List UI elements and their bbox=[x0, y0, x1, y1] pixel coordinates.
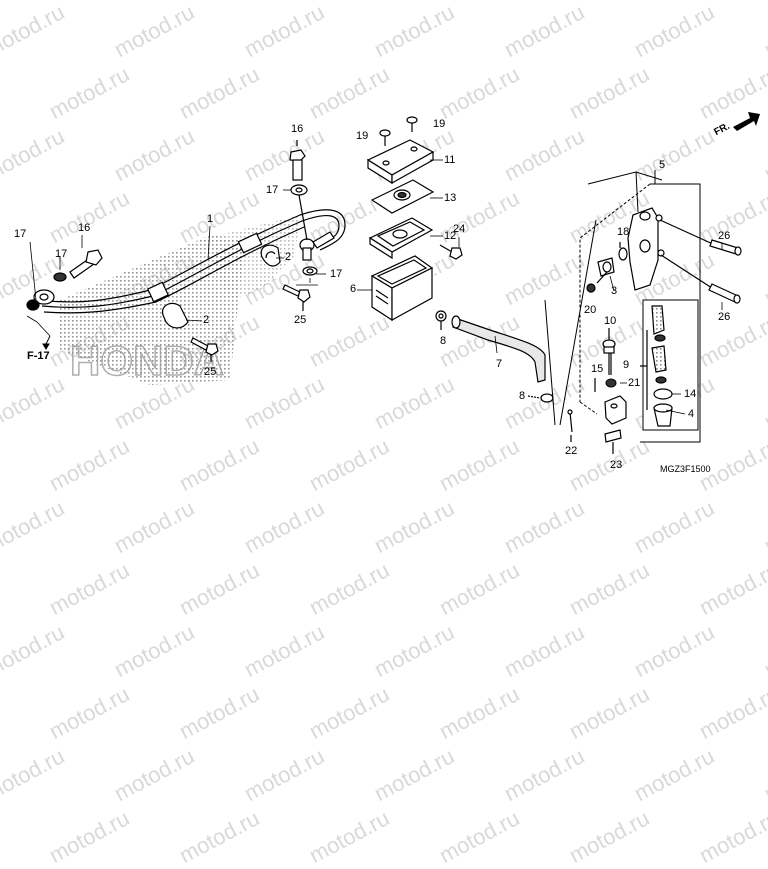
watermark-text: motod.ru bbox=[370, 743, 459, 807]
watermark-text: motod.ru bbox=[305, 805, 394, 869]
reservoir-diaphragm bbox=[368, 217, 434, 260]
part-callout-9: 9 bbox=[623, 359, 630, 371]
part-callout-20: 20 bbox=[584, 304, 597, 316]
hose-clip-upper bbox=[435, 310, 447, 330]
brake-hose bbox=[39, 209, 346, 314]
pushrod bbox=[602, 328, 616, 375]
part-callout-12: 12 bbox=[444, 230, 457, 242]
reservoir-cap bbox=[366, 139, 435, 185]
banjo-fitting-right bbox=[299, 231, 335, 261]
clevis bbox=[594, 378, 627, 425]
watermark-text: motod.ru bbox=[370, 619, 459, 683]
watermark-text: motod.ru bbox=[110, 743, 199, 807]
watermark-text: motod.ru bbox=[630, 743, 719, 807]
clamp-bolt-upper bbox=[282, 284, 311, 311]
watermark-text: motod.ru bbox=[175, 681, 264, 745]
watermark-text: motod.ru bbox=[0, 619, 69, 683]
watermark-text: motod.ru bbox=[695, 805, 768, 869]
watermark-text: motod.ru bbox=[110, 619, 199, 683]
part-callout-3: 3 bbox=[611, 285, 618, 297]
watermark-text: motod.ru bbox=[435, 805, 524, 869]
part-callout-25: 25 bbox=[294, 314, 307, 326]
part-callout-2: 2 bbox=[203, 314, 210, 326]
part-callout-11: 11 bbox=[444, 154, 456, 166]
reservoir-plate bbox=[370, 179, 435, 214]
part-callout-17: 17 bbox=[14, 228, 27, 240]
watermark-text: motod.ru bbox=[175, 805, 264, 869]
part-callout-19: 19 bbox=[433, 118, 446, 130]
watermark-text: motod.ru bbox=[240, 743, 329, 807]
part-callout-5: 5 bbox=[659, 159, 666, 171]
hose-joint-3 bbox=[586, 257, 615, 293]
hose-clamp-lower bbox=[161, 302, 189, 329]
watermark-text: motod.ru bbox=[240, 619, 329, 683]
watermark-text: motod.ru bbox=[630, 619, 719, 683]
part-callout-8: 8 bbox=[519, 390, 526, 402]
watermark-text: motod.ru bbox=[435, 681, 524, 745]
watermark-text: motod.ru bbox=[695, 681, 768, 745]
master-cylinder-group-outline bbox=[544, 170, 701, 443]
clamp-bolt-lower bbox=[190, 337, 219, 362]
leader-lines bbox=[26, 159, 723, 415]
front-direction-arrow bbox=[733, 112, 760, 131]
hose-clip-lower bbox=[527, 393, 554, 403]
banjo-bolt-left bbox=[53, 249, 103, 282]
hose-clamp-upper bbox=[260, 244, 281, 267]
watermark-text: motod.ru bbox=[760, 619, 768, 683]
part-callout-22: 22 bbox=[565, 445, 578, 457]
watermark-text: motod.ru bbox=[500, 619, 589, 683]
part-callout-6: 6 bbox=[350, 283, 357, 295]
f17-reference-arrow bbox=[42, 335, 51, 350]
part-callout-4: 4 bbox=[688, 408, 695, 420]
part-callout-17: 17 bbox=[266, 184, 279, 196]
part-callout-1: 1 bbox=[207, 213, 214, 225]
lock-nut bbox=[605, 378, 617, 388]
watermark-text: motod.ru bbox=[500, 743, 589, 807]
cotter-clip bbox=[604, 429, 622, 454]
part-callout-2: 2 bbox=[285, 251, 292, 263]
part-callout-25: 25 bbox=[204, 366, 217, 378]
piston-kit-parts bbox=[640, 305, 673, 427]
part-callout-21: 21 bbox=[628, 377, 641, 389]
watermark-text: motod.ru bbox=[565, 681, 654, 745]
watermark-text: motod.ru bbox=[0, 743, 69, 807]
watermark-text: motod.ru bbox=[305, 681, 394, 745]
watermark-text: motod.ru bbox=[45, 681, 134, 745]
watermark-text: motod.ru bbox=[0, 805, 4, 869]
reservoir-cap-screws bbox=[379, 116, 418, 146]
watermark-text: motod.ru bbox=[45, 805, 134, 869]
mounting-bolts bbox=[659, 219, 742, 304]
part-callout-15: 15 bbox=[591, 363, 604, 375]
part-callout-23: 23 bbox=[610, 459, 623, 471]
banjo-fitting-left bbox=[26, 289, 55, 311]
banjo-bolt-top bbox=[289, 140, 318, 276]
reservoir-body bbox=[370, 255, 434, 322]
part-callout-16: 16 bbox=[291, 123, 304, 135]
part-callout-7: 7 bbox=[496, 358, 503, 370]
part-callout-8: 8 bbox=[440, 335, 447, 347]
part-callout-26: 26 bbox=[718, 230, 731, 242]
part-callout-14: 14 bbox=[684, 388, 697, 400]
watermark-text: motod.ru bbox=[565, 805, 654, 869]
watermark-text: motod.ru bbox=[760, 743, 768, 807]
part-callout-10: 10 bbox=[604, 315, 617, 327]
part-callout-16: 16 bbox=[78, 222, 91, 234]
part-callout-18: 18 bbox=[617, 226, 630, 238]
part-callout-17: 17 bbox=[330, 268, 343, 280]
clevis-pin bbox=[567, 409, 573, 442]
o-ring-18 bbox=[618, 242, 628, 261]
watermark-text: motod.ru bbox=[0, 681, 4, 745]
part-callout-26: 26 bbox=[718, 311, 731, 323]
part-callout-19: 19 bbox=[356, 130, 369, 142]
diagram-line-art: HONDA bbox=[26, 112, 760, 454]
part-callout-17: 17 bbox=[55, 248, 68, 260]
part-callout-13: 13 bbox=[444, 192, 457, 204]
diagram-code: MGZ3F1500 bbox=[660, 464, 711, 474]
reservoir-hose bbox=[451, 315, 546, 383]
part-callout-24: 24 bbox=[453, 223, 466, 235]
master-cylinder-body bbox=[627, 207, 665, 291]
reservoir-screw bbox=[439, 244, 463, 260]
reference-label-f17: F-17 bbox=[27, 350, 50, 362]
